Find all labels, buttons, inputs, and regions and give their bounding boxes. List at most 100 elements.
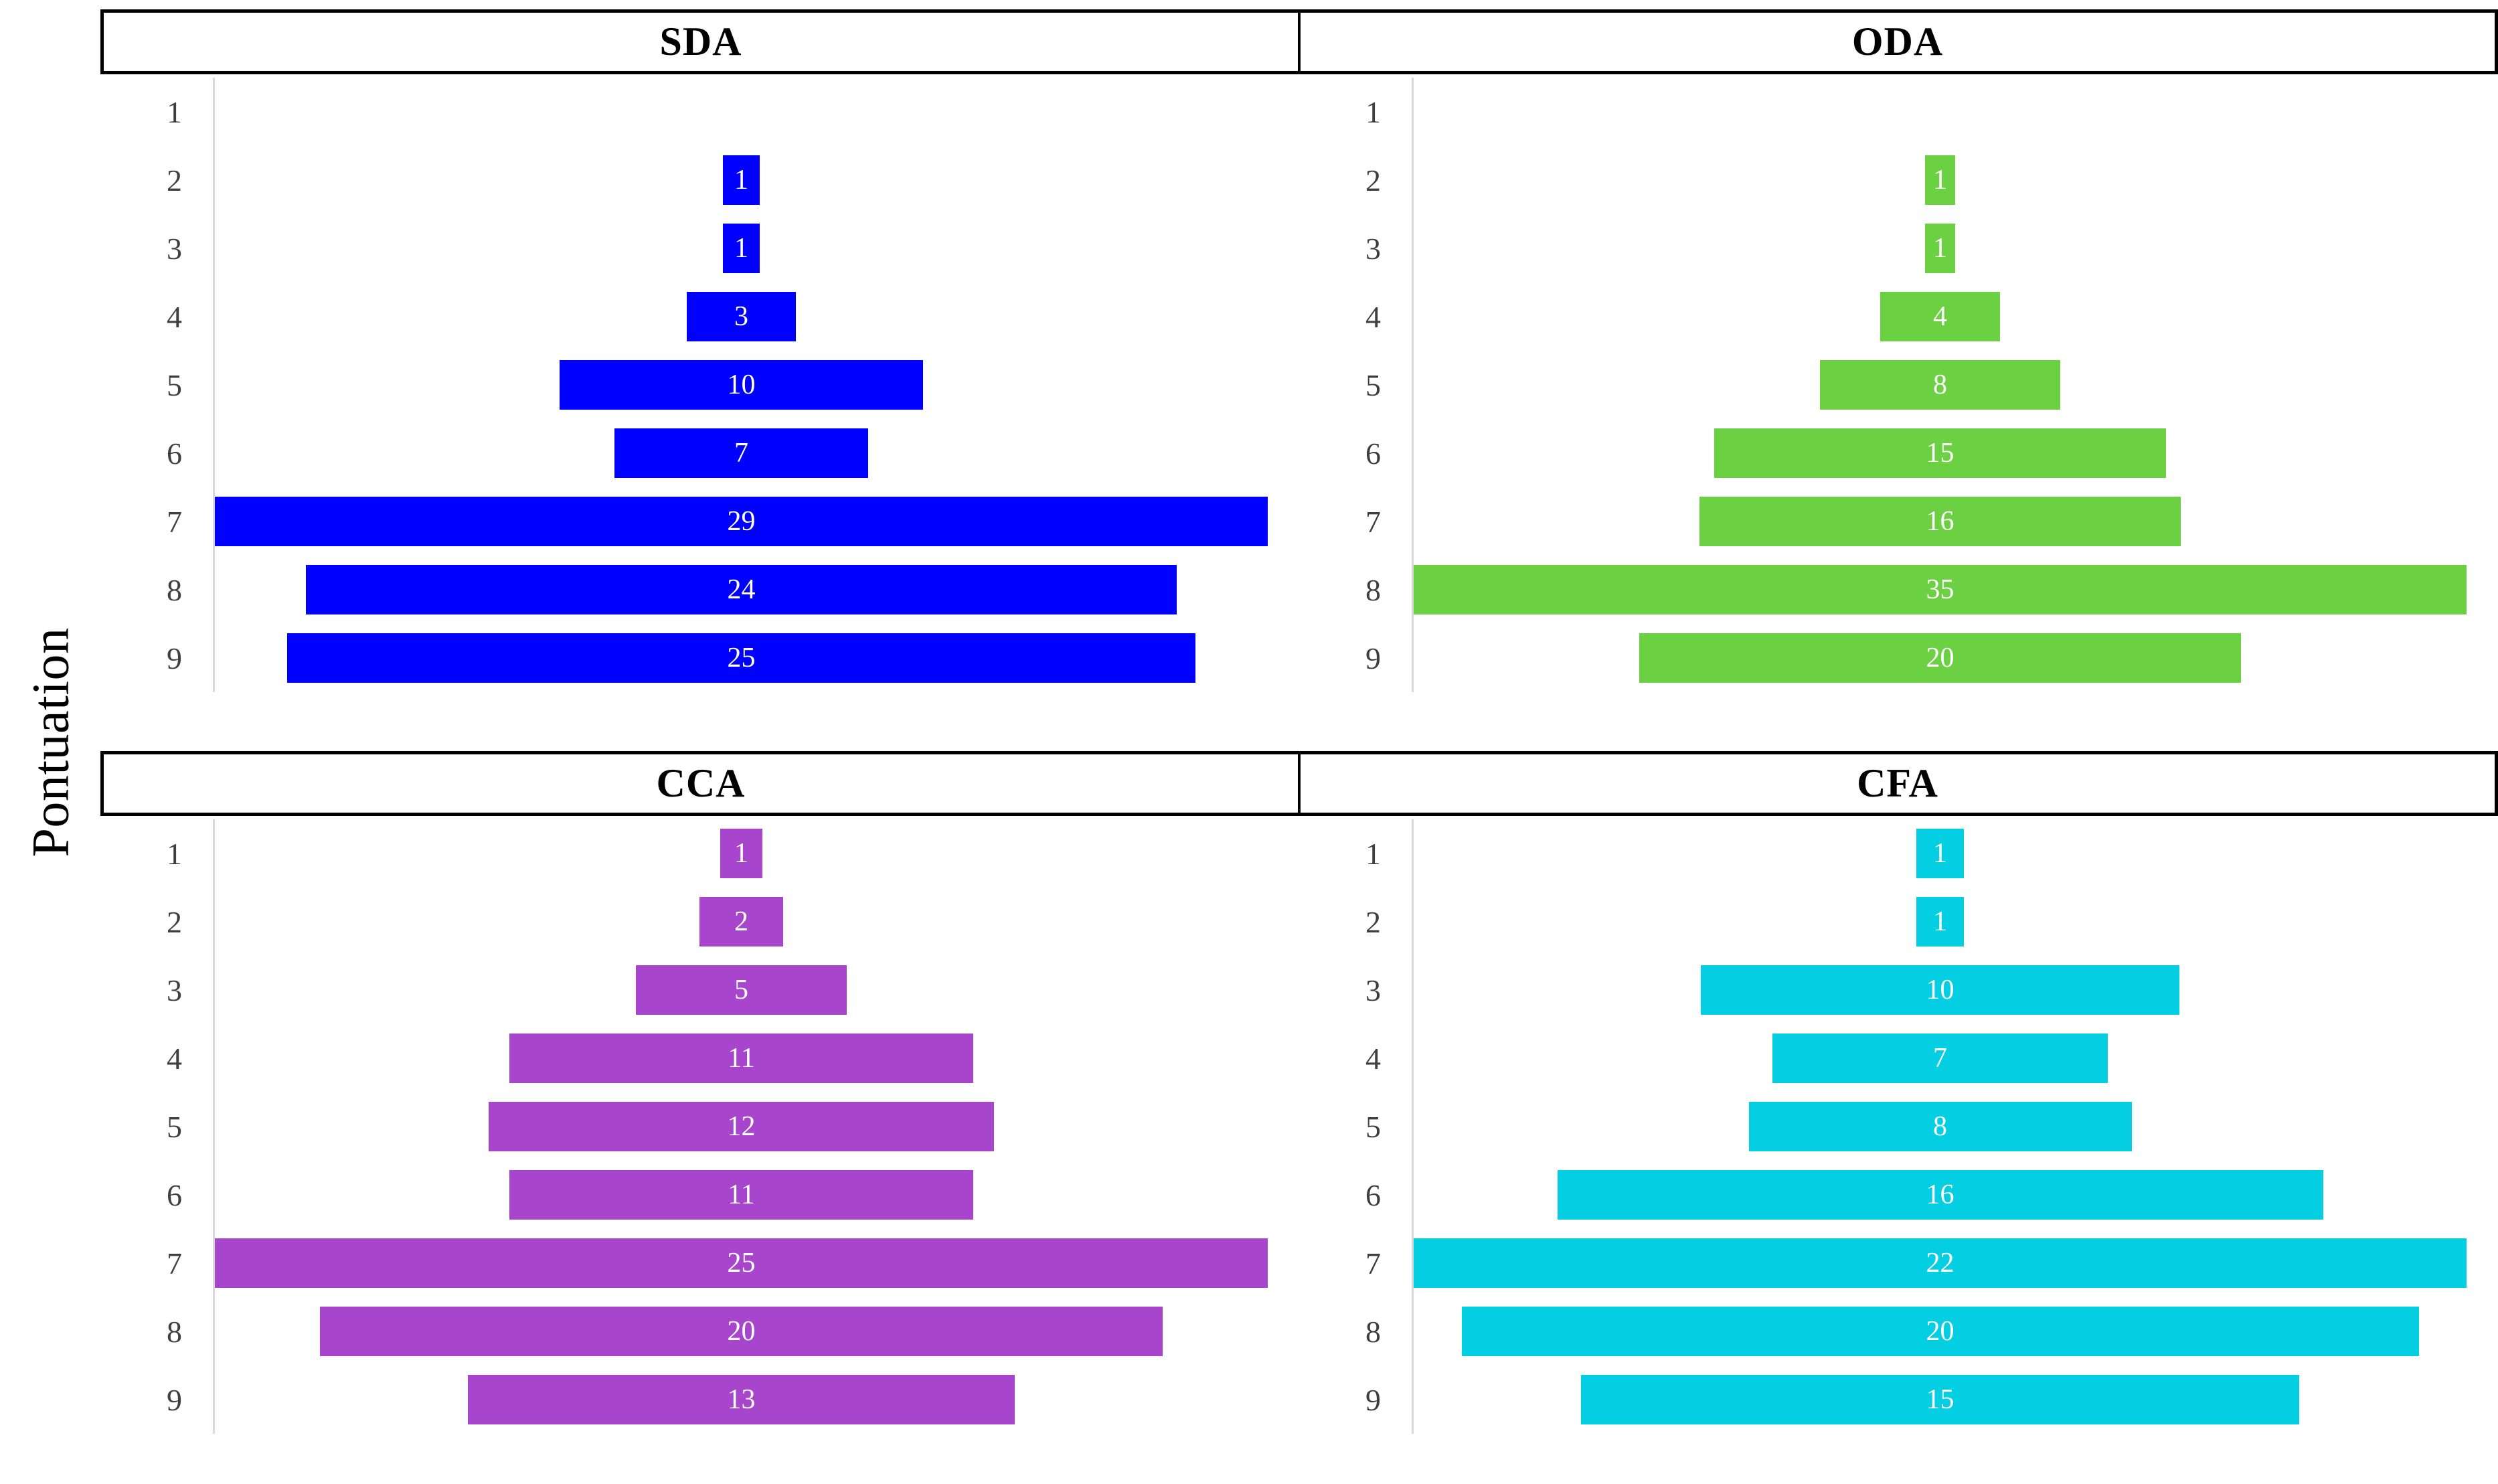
y-axis-title: Pontuation xyxy=(21,627,80,857)
bar[interactable]: 16 xyxy=(1699,497,2181,546)
y-tick-label: 4 xyxy=(167,1041,182,1076)
y-tick-label: 6 xyxy=(167,1177,182,1212)
bar-row: 7 25 xyxy=(100,1229,1299,1297)
bar[interactable]: 10 xyxy=(1701,965,2179,1015)
y-tick-label: 8 xyxy=(1365,572,1381,607)
bar[interactable]: 4 xyxy=(1880,292,2001,341)
bar-track: 25 xyxy=(215,1229,1268,1297)
bar[interactable]: 11 xyxy=(509,1170,973,1220)
bar[interactable]: 20 xyxy=(1461,1307,2419,1356)
bar[interactable]: 11 xyxy=(509,1034,973,1083)
bar[interactable]: 1 xyxy=(1916,829,1965,878)
bar[interactable]: 35 xyxy=(1414,565,2467,614)
bar[interactable]: 20 xyxy=(320,1307,1163,1356)
y-tick-label: 2 xyxy=(167,904,182,939)
bar-track xyxy=(215,78,1268,146)
bar-value-label: 1 xyxy=(734,165,748,195)
bar[interactable]: 10 xyxy=(560,360,923,410)
y-tick-label: 7 xyxy=(1365,1246,1381,1281)
bar[interactable]: 13 xyxy=(467,1375,1015,1424)
bar-value-label: 15 xyxy=(1926,1384,1954,1415)
bar[interactable]: 8 xyxy=(1748,1102,2132,1151)
bar[interactable]: 1 xyxy=(720,829,762,878)
bar-track: 1 xyxy=(1414,214,2467,282)
y-tick-label: 4 xyxy=(167,299,182,334)
bar-track: 10 xyxy=(1414,956,2467,1024)
bar-track: 1 xyxy=(215,819,1268,888)
y-axis-title-container: Pontuation xyxy=(0,0,100,1484)
bar-value-label: 3 xyxy=(734,301,748,332)
bar[interactable]: 29 xyxy=(215,497,1268,546)
bar-value-label: 20 xyxy=(727,1316,756,1347)
bar[interactable]: 3 xyxy=(687,292,796,341)
bar-track: 24 xyxy=(215,556,1268,624)
bar[interactable]: 2 xyxy=(699,897,784,946)
bar[interactable]: 1 xyxy=(1925,224,1955,273)
y-tick-label: 6 xyxy=(1365,1177,1381,1212)
bar[interactable]: 5 xyxy=(636,965,847,1015)
bar-track: 1 xyxy=(215,146,1268,214)
y-tick-label: 2 xyxy=(167,163,182,197)
bar-track: 7 xyxy=(1414,1024,2467,1092)
bar[interactable]: 16 xyxy=(1557,1170,2323,1220)
bar[interactable]: 22 xyxy=(1414,1238,2467,1288)
bar[interactable]: 1 xyxy=(1916,897,1965,946)
bar[interactable]: 1 xyxy=(723,224,760,273)
bar-value-label: 1 xyxy=(1933,838,1947,869)
y-tick-label: 5 xyxy=(1365,367,1381,402)
bar-value-label: 8 xyxy=(1933,1111,1947,1142)
bar[interactable]: 15 xyxy=(1714,428,2166,478)
bar-track: 35 xyxy=(1414,556,2467,624)
bar-value-label: 25 xyxy=(727,643,756,673)
bar-track: 11 xyxy=(215,1024,1268,1092)
bar-row: 6 16 xyxy=(1299,1161,2498,1229)
bar-track: 4 xyxy=(1414,282,2467,351)
bar-track: 22 xyxy=(1414,1229,2467,1297)
bar-track: 25 xyxy=(215,624,1268,692)
bar[interactable]: 25 xyxy=(287,633,1195,683)
bar[interactable]: 24 xyxy=(305,565,1177,614)
bar[interactable]: 7 xyxy=(614,428,869,478)
y-tick-label: 1 xyxy=(167,94,182,129)
bar[interactable]: 8 xyxy=(1819,360,2061,410)
bar-value-label: 29 xyxy=(727,506,756,537)
y-tick-label: 2 xyxy=(1365,904,1381,939)
bar[interactable]: 20 xyxy=(1639,633,2241,683)
bar-value-label: 5 xyxy=(734,975,748,1005)
bar-value-label: 25 xyxy=(727,1248,756,1279)
bar-track: 7 xyxy=(215,419,1268,487)
bar[interactable]: 1 xyxy=(723,155,760,205)
y-tick-label: 7 xyxy=(167,1246,182,1281)
bar[interactable]: 7 xyxy=(1772,1034,2108,1083)
bar-track: 20 xyxy=(215,1297,1268,1366)
y-tick-label: 4 xyxy=(1365,299,1381,334)
bar[interactable]: 1 xyxy=(1925,155,1955,205)
bar-track: 13 xyxy=(215,1366,1268,1434)
bar[interactable]: 12 xyxy=(488,1102,995,1151)
y-tick-label: 9 xyxy=(1365,1382,1381,1417)
bar-value-label: 1 xyxy=(1933,165,1947,195)
bar-row: 9 15 xyxy=(1299,1366,2498,1434)
bar[interactable]: 15 xyxy=(1581,1375,2299,1424)
bar-value-label: 1 xyxy=(1933,233,1947,264)
y-tick-label: 3 xyxy=(167,973,182,1007)
bar-track: 15 xyxy=(1414,419,2467,487)
bar[interactable]: 25 xyxy=(215,1238,1268,1288)
y-tick-label: 1 xyxy=(1365,94,1381,129)
bar-track: 1 xyxy=(215,214,1268,282)
